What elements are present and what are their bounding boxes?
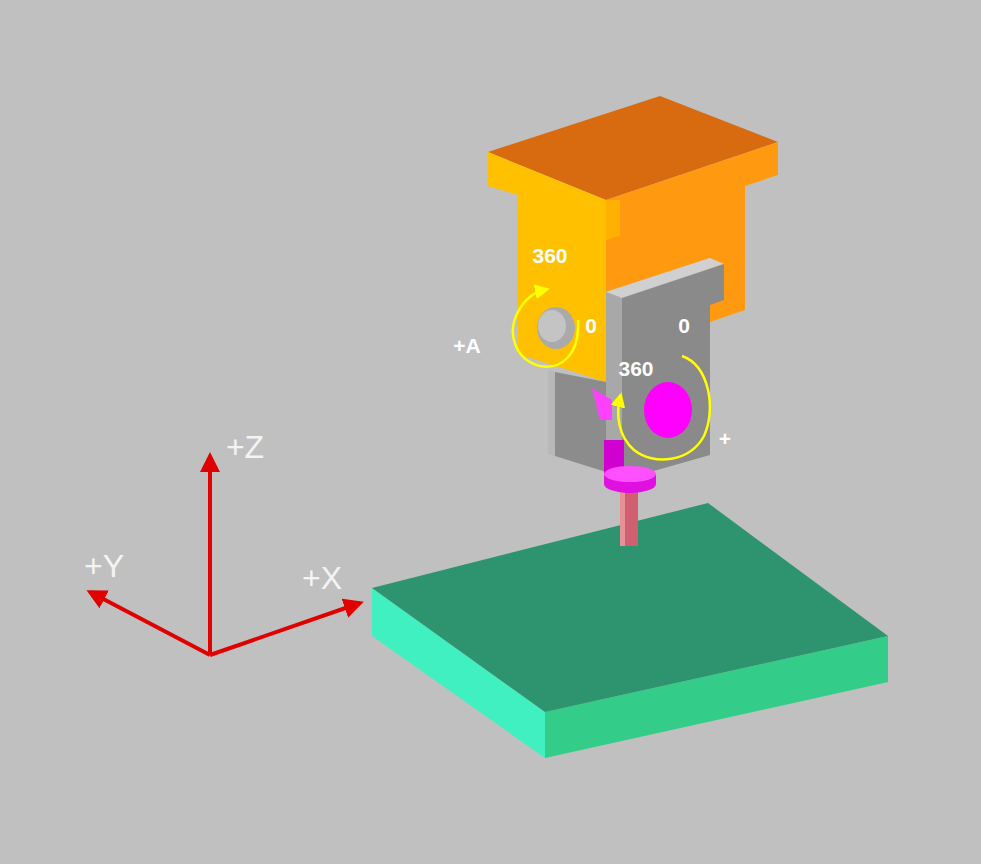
- spindle: [592, 382, 692, 493]
- angle-value: 0: [678, 315, 690, 336]
- angle-value: 360: [618, 358, 653, 379]
- angle-value: 360: [532, 245, 567, 266]
- axis-label: +Z: [226, 431, 264, 463]
- axis-label: +X: [302, 562, 342, 594]
- axis-name: +A: [453, 335, 480, 356]
- rotary-housing: [537, 258, 724, 480]
- rotation-arrows: [513, 290, 710, 459]
- direction-sign: +: [719, 428, 731, 449]
- cutting-tool: [620, 488, 638, 546]
- axis-triad: [90, 456, 360, 655]
- axis-label: +Y: [84, 550, 124, 582]
- angle-value: 0: [585, 315, 597, 336]
